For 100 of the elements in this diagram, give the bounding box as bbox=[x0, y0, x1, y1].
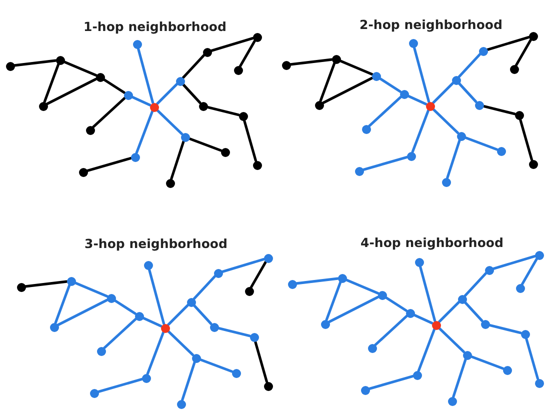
edge-line bbox=[374, 314, 408, 346]
edge-line bbox=[482, 104, 516, 116]
edge-line bbox=[192, 275, 216, 300]
edge-line bbox=[156, 82, 178, 106]
graph-node bbox=[414, 258, 424, 266]
edge-line bbox=[362, 156, 408, 172]
edge-line bbox=[432, 108, 460, 134]
graph-node bbox=[134, 312, 144, 320]
edge-line bbox=[254, 340, 268, 383]
graph-node bbox=[368, 344, 376, 352]
graph-node bbox=[232, 368, 240, 378]
edge-line bbox=[46, 78, 98, 106]
graph-node bbox=[38, 102, 48, 110]
graph-node bbox=[144, 260, 152, 270]
edge-line bbox=[458, 53, 482, 78]
graph-node bbox=[448, 396, 456, 406]
graph-node bbox=[180, 132, 190, 142]
graph-node bbox=[220, 148, 230, 156]
graph-node bbox=[56, 56, 64, 64]
graph-node bbox=[86, 126, 94, 134]
graph-node bbox=[198, 102, 208, 110]
graph-node bbox=[480, 320, 490, 328]
edge-line bbox=[438, 300, 460, 324]
graph-node bbox=[264, 382, 272, 390]
edge-line bbox=[412, 46, 430, 103]
edge-line bbox=[470, 355, 504, 370]
graph-node bbox=[176, 76, 184, 86]
graph-node bbox=[406, 152, 416, 160]
edge-line bbox=[103, 318, 137, 350]
edge-line bbox=[142, 316, 162, 328]
graph-node bbox=[186, 298, 196, 306]
graph-node bbox=[176, 400, 186, 408]
graph-node bbox=[314, 100, 324, 110]
edge-line bbox=[74, 281, 108, 298]
graph-node bbox=[214, 268, 222, 278]
graph-node bbox=[250, 332, 258, 342]
panel-title: 1-hop neighborhood bbox=[84, 19, 226, 34]
graph-node bbox=[50, 322, 58, 332]
graph-node bbox=[16, 282, 26, 292]
graph-node bbox=[362, 124, 370, 134]
edge-line bbox=[146, 330, 165, 376]
graph-node bbox=[66, 276, 76, 286]
graph-node bbox=[502, 366, 512, 374]
edge-line bbox=[206, 106, 240, 116]
edge-line bbox=[102, 78, 126, 94]
edge-line bbox=[464, 272, 488, 297]
graph-node bbox=[192, 354, 200, 362]
edge-line bbox=[113, 299, 137, 315]
graph-node bbox=[458, 294, 466, 304]
edge-line bbox=[492, 255, 536, 270]
graph-node bbox=[202, 48, 212, 56]
edge-line bbox=[412, 314, 434, 324]
edge-line bbox=[166, 304, 190, 326]
edge-line bbox=[384, 296, 408, 312]
edge-line bbox=[148, 268, 166, 325]
graph-node bbox=[406, 308, 414, 318]
edge-line bbox=[217, 326, 251, 338]
graph-node bbox=[6, 62, 14, 70]
graph-node bbox=[534, 250, 544, 260]
graph-node bbox=[130, 152, 140, 162]
graph-node bbox=[124, 90, 132, 100]
graph-node bbox=[264, 254, 272, 262]
graph-node bbox=[400, 90, 408, 98]
graph-node bbox=[474, 100, 484, 110]
graph-node bbox=[234, 66, 242, 74]
graph-node bbox=[520, 330, 530, 338]
edge-line bbox=[417, 328, 436, 372]
edge-line bbox=[242, 119, 258, 162]
edge-line bbox=[438, 326, 466, 354]
graph-node bbox=[412, 370, 422, 380]
panel-title: 2-hop neighborhood bbox=[360, 17, 502, 32]
graph-node bbox=[96, 346, 106, 356]
edge-line bbox=[210, 37, 254, 52]
graph-node bbox=[456, 132, 466, 140]
edge-line bbox=[368, 374, 414, 390]
graph-node bbox=[514, 110, 524, 120]
edge-line bbox=[181, 360, 196, 402]
edge-line bbox=[54, 284, 71, 324]
graph-node bbox=[78, 168, 88, 176]
graph-node bbox=[252, 32, 262, 42]
edge-line bbox=[62, 60, 98, 77]
graph-node bbox=[516, 284, 524, 292]
edge-line bbox=[368, 96, 402, 128]
edge-line bbox=[488, 324, 522, 334]
graph-node bbox=[378, 290, 386, 300]
edge-line bbox=[86, 156, 132, 172]
edge-line bbox=[156, 108, 184, 136]
graph-node bbox=[132, 40, 142, 48]
graph-node bbox=[252, 160, 262, 170]
edge-line bbox=[520, 258, 538, 286]
graph-node bbox=[332, 54, 340, 64]
edge-line bbox=[328, 296, 380, 324]
graph-node bbox=[452, 76, 460, 84]
edge-line bbox=[514, 38, 532, 66]
edge-line bbox=[486, 36, 530, 51]
edge-line bbox=[289, 58, 333, 66]
edge-line bbox=[182, 83, 202, 104]
edge-line bbox=[418, 265, 436, 322]
edge-line bbox=[452, 358, 467, 398]
edge-line bbox=[464, 301, 484, 322]
